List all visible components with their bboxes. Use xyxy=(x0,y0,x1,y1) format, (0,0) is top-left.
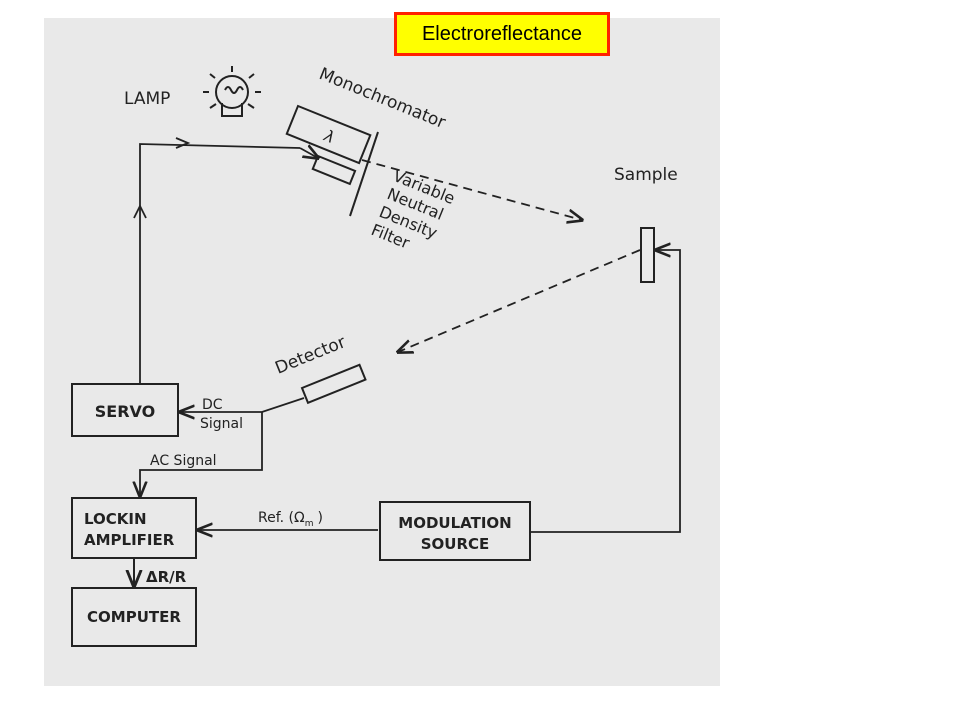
monochromator-label: Monochromator xyxy=(316,64,448,133)
sample-label: Sample xyxy=(614,165,678,185)
lockin-box xyxy=(71,497,197,559)
computer-label: COMPUTER xyxy=(87,608,181,626)
detector-label: Detector xyxy=(272,332,348,378)
feedback-arrow-up xyxy=(133,203,147,219)
dc-signal-line xyxy=(180,397,305,412)
incident-beam xyxy=(361,159,582,220)
reflected-beam xyxy=(398,249,641,352)
detector-box xyxy=(300,363,367,405)
filter-element xyxy=(311,154,357,186)
dc-label: DC xyxy=(202,397,223,413)
monochromator-box xyxy=(285,104,372,165)
modulation-label-line-1: MODULATION xyxy=(398,514,511,532)
signal-label: Signal xyxy=(200,416,243,432)
ac-signal-label: AC Signal xyxy=(150,453,217,469)
servo-label: SERVO xyxy=(95,402,155,421)
slide-title: Electroreflectance xyxy=(394,12,610,56)
lambda-symbol: λ xyxy=(321,126,338,148)
lockin-label-line-1: LOCKIN xyxy=(84,510,147,528)
servo-box xyxy=(71,383,179,437)
modulation-label-line-2: SOURCE xyxy=(421,535,490,553)
computer-box xyxy=(71,587,197,647)
servo-feedback-line xyxy=(139,143,301,383)
feedback-arrow-right xyxy=(175,137,191,149)
modulation-to-sample-line xyxy=(530,250,681,533)
scanned-page xyxy=(44,18,720,686)
delta-r-label: ΔR/R xyxy=(146,568,187,586)
filter-plate xyxy=(349,131,379,217)
sample-holder xyxy=(640,227,655,283)
lamp-label: LAMP xyxy=(124,89,170,109)
lockin-label-line-2: AMPLIFIER xyxy=(84,531,175,549)
lamp-icon xyxy=(203,66,261,117)
feedback-arrow-filter xyxy=(299,148,318,158)
ac-signal-line xyxy=(140,412,263,496)
modulation-source-box xyxy=(379,501,531,561)
ref-label: Ref. (Ωm) xyxy=(258,510,323,529)
